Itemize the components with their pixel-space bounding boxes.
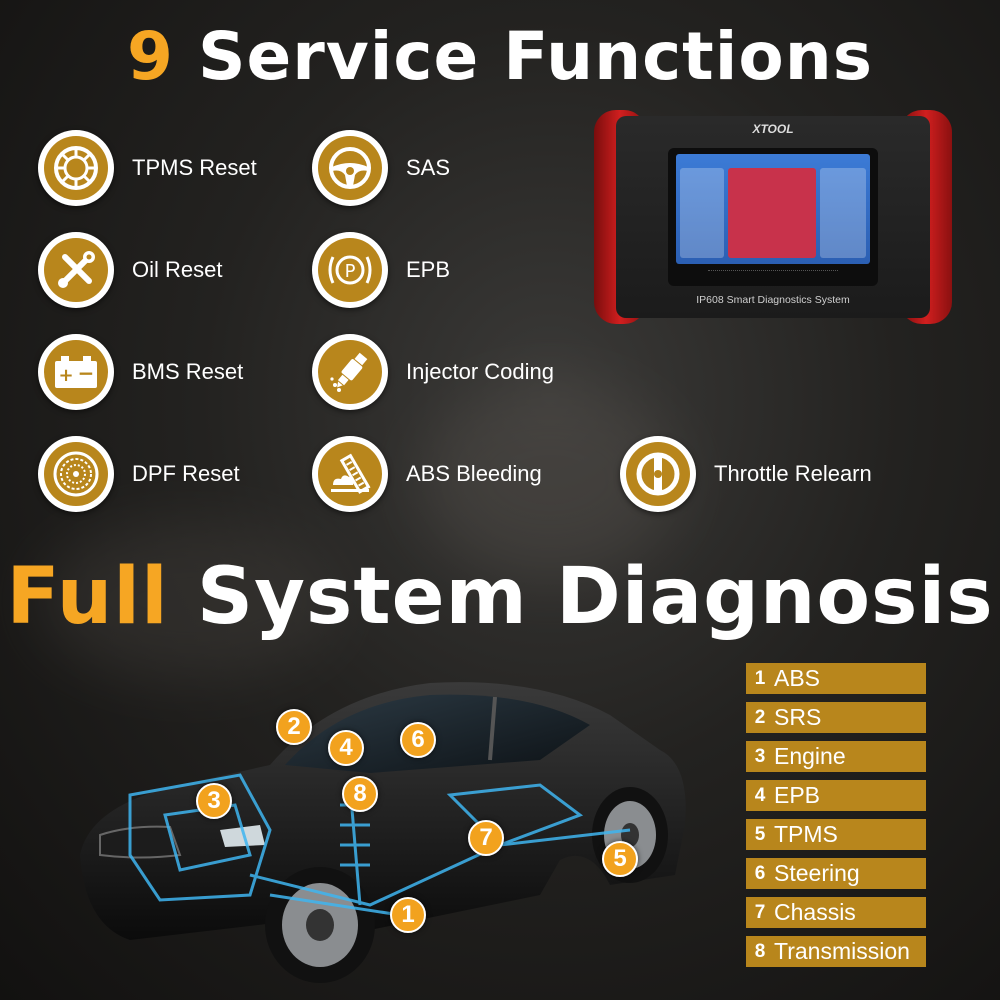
full-system-diagnosis-title: Full System Diagnosis [0, 552, 1000, 642]
system-item-abs: 1 ABS [746, 663, 926, 694]
parking-brake-icon: P [318, 238, 382, 302]
system-name: Chassis [774, 899, 856, 925]
scan-tool-device: XTOOL IP608 Smart Diagnostics System [594, 110, 952, 324]
device-screen [668, 148, 878, 286]
system-marker: 6 [400, 722, 436, 758]
system-name: EPB [774, 782, 821, 808]
system-number: 4 [754, 784, 766, 806]
function-bms-reset: +− BMS Reset [38, 334, 243, 410]
function-label: TPMS Reset [132, 155, 257, 180]
system-item-chassis: 7 Chassis [746, 897, 926, 928]
system-item-steering: 6 Steering [746, 858, 926, 889]
function-throttle-relearn: Throttle Relearn [620, 436, 872, 512]
system-marker: 1 [390, 897, 426, 933]
function-dpf-reset: DPF Reset [38, 436, 240, 512]
battery-icon: +− [44, 340, 108, 404]
device-caption: IP608 Smart Diagnostics System [696, 294, 850, 306]
system-item-srs: 2 SRS [746, 702, 926, 733]
function-oil-reset: Oil Reset [38, 232, 222, 308]
system-name: SRS [774, 704, 822, 730]
system-marker: 3 [196, 783, 232, 819]
steering-wheel-icon [318, 136, 382, 200]
function-label: ABS Bleeding [406, 461, 542, 486]
device-brand: XTOOL [752, 122, 794, 136]
svg-text:+: + [58, 365, 73, 386]
system-number: 7 [754, 901, 766, 923]
title-number: 9 [127, 18, 174, 95]
title-text: Service Functions [197, 18, 873, 95]
function-label: DPF Reset [132, 461, 240, 486]
function-abs-bleeding: ABS Bleeding [312, 436, 542, 512]
function-label: Throttle Relearn [714, 461, 872, 486]
title-highlight: Full [6, 552, 169, 642]
function-label: Oil Reset [132, 257, 223, 282]
system-number: 2 [754, 706, 766, 728]
system-name: TPMS [774, 821, 838, 847]
abs-bleeding-icon [318, 442, 382, 506]
system-name: Engine [774, 743, 846, 769]
function-label: EPB [406, 257, 451, 282]
system-marker: 4 [328, 730, 364, 766]
system-number: 3 [754, 745, 766, 767]
background-blur [40, 520, 340, 680]
function-tpms-reset: TPMS Reset [38, 130, 257, 206]
wrench-screwdriver-icon [44, 238, 108, 302]
system-name: Steering [774, 860, 860, 886]
system-item-epb: 4 EPB [746, 780, 926, 811]
system-marker: 8 [342, 776, 378, 812]
svg-text:−: − [78, 361, 95, 385]
system-marker: 2 [276, 709, 312, 745]
function-label: Injector Coding [406, 359, 554, 384]
system-number: 6 [754, 862, 766, 884]
car-illustration [70, 655, 710, 985]
system-marker: 5 [602, 841, 638, 877]
svg-text:P: P [345, 261, 356, 282]
device-screen-ui [676, 154, 870, 264]
function-sas: SAS [312, 130, 450, 206]
system-number: 8 [754, 940, 766, 962]
throttle-icon [626, 442, 690, 506]
tire-icon [44, 136, 108, 200]
system-name: Transmission [774, 938, 910, 964]
system-item-tpms: 5 TPMS [746, 819, 926, 850]
system-marker: 7 [468, 820, 504, 856]
function-label: SAS [406, 155, 451, 180]
system-item-transmission: 8 Transmission [746, 936, 926, 967]
dpf-filter-icon [44, 442, 108, 506]
system-name: ABS [774, 665, 821, 691]
system-number: 1 [754, 667, 766, 689]
function-epb: P EPB [312, 232, 450, 308]
title-text: System Diagnosis [196, 552, 994, 642]
system-item-engine: 3 Engine [746, 741, 926, 772]
device-body: XTOOL IP608 Smart Diagnostics System [616, 116, 930, 318]
injector-icon [318, 340, 382, 404]
function-injector-coding: Injector Coding [312, 334, 554, 410]
system-number: 5 [754, 823, 766, 845]
service-functions-title: 9 Service Functions [0, 18, 1000, 95]
function-label: BMS Reset [132, 359, 244, 384]
